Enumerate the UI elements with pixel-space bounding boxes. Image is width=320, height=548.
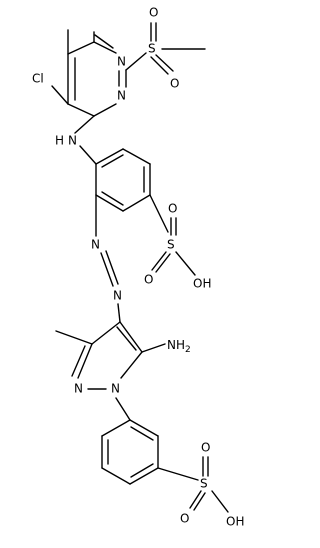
bond [130,463,154,478]
sulfonic-oxygen-label: O [144,273,153,287]
sulfonyl-oxygen-label: O [170,77,179,91]
sulfonic-oxygen-label: O [180,512,189,526]
azo-nitrogen-label: N [113,289,122,303]
pyrimidine-ring [67,31,127,117]
sulfonic-sulfur-label: S [200,477,208,491]
sulfonic-hydroxyl-label: OH [226,515,244,529]
bond [119,321,143,353]
sulfonic-oxygen-label: O [201,441,210,455]
bond [101,154,124,168]
bond [79,145,97,165]
benzene-ring [95,148,151,212]
bond [149,194,169,233]
bond [67,103,95,117]
bond [95,194,124,212]
bond [93,41,117,54]
bond [101,419,131,437]
bond [91,321,121,345]
bond [117,303,121,323]
amino-label: NH2 [167,338,191,355]
bond [100,252,114,287]
chloro-bond [51,85,69,105]
azo-nitrogen-label: N [91,238,100,252]
bond [129,419,159,437]
bond [129,467,159,485]
pyrazole-nitrogen-label: N [111,382,120,396]
bond [116,326,137,351]
bond [95,148,124,165]
bond [125,52,147,71]
chlorine-label: Cl [32,72,44,86]
amine-nitrogen-label: N [68,134,77,148]
bond [211,490,229,513]
bond [155,54,174,72]
bond [155,253,171,273]
sulfonyl-oxygen-label: O [149,6,158,20]
sulfonic-sulfur-label: S [167,238,175,252]
pyrimidine-nitrogen-label: N [117,55,126,69]
bond [141,343,166,353]
bond [74,115,95,134]
sulfonic-hydroxyl-label: OH [193,277,211,291]
bond [157,467,199,481]
bond [105,250,119,285]
bond [120,351,143,379]
phenyl-ring [101,419,159,485]
bond [175,251,196,276]
bond [67,41,95,55]
bond [115,397,131,421]
amine-hydrogen-label: H [55,134,64,148]
bond [130,426,154,441]
bond [151,251,167,271]
pyrazole-nitrogen-label: N [74,382,83,396]
methyl-bond [55,330,93,345]
bond [122,148,151,165]
bond [93,103,117,117]
sulfonyl-sulfur-label: S [148,42,156,56]
pyrimidine-nitrogen-label: N [117,89,126,103]
bond [193,492,206,511]
chemical-structure-diagram: Cl N N S O O N H S O O OH N N [32,6,244,529]
sulfonic-oxygen-label: O [168,202,177,216]
bond [122,194,151,212]
bond [150,56,169,75]
bond [101,191,124,206]
bond [189,490,202,509]
pyrazole-ring [71,321,143,390]
bond [77,343,93,379]
bond [101,467,131,485]
bond [71,345,86,377]
bond [94,34,114,49]
